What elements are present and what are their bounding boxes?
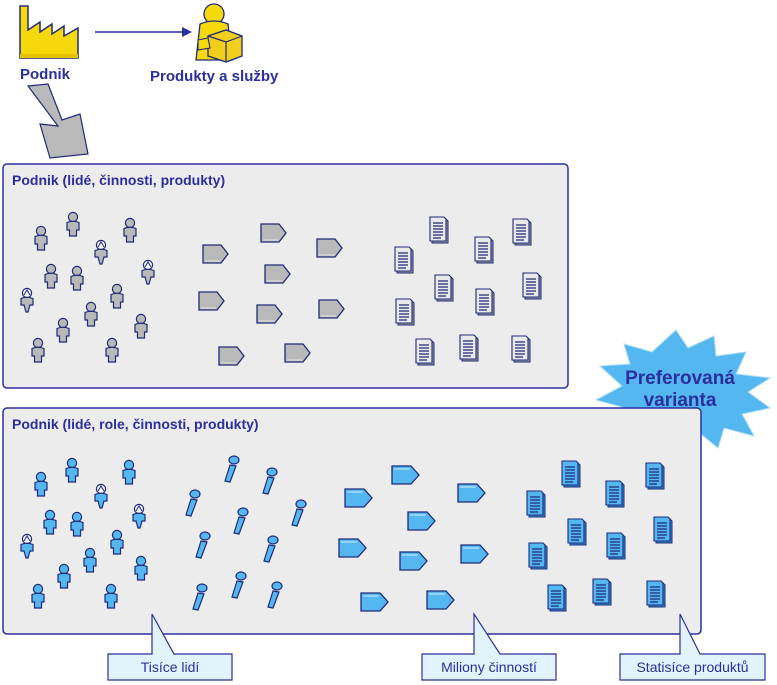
callout-activities <box>421 611 557 681</box>
callout-products <box>619 613 766 681</box>
document-icon <box>415 338 435 366</box>
products-label: Produkty a služby <box>150 68 279 85</box>
document-icon <box>474 236 494 264</box>
burst-line-2: varianta <box>643 390 717 411</box>
callout-people <box>107 613 233 681</box>
flow-arrow <box>95 27 192 37</box>
document-icon <box>592 578 612 606</box>
burst-label: Preferovaná varianta <box>614 368 746 412</box>
document-icon <box>547 584 567 612</box>
document-icon <box>522 272 542 300</box>
document-icon <box>475 288 495 316</box>
panel-old-title: Podnik (lidé, činnosti, produkty) <box>12 172 226 188</box>
callout-activities-text: Miliony činností <box>441 659 537 675</box>
document-icon <box>459 334 479 362</box>
down-arrow <box>26 83 89 159</box>
document-icon <box>646 580 666 608</box>
panel-new-title: Podnik (lidé, role, činnosti, produkty) <box>12 416 259 432</box>
document-icon <box>394 246 414 274</box>
document-icon <box>528 542 548 570</box>
document-icon <box>429 216 449 244</box>
burst-line-1: Preferovaná <box>625 368 735 389</box>
factory-icon <box>19 5 79 59</box>
document-icon <box>605 480 625 508</box>
document-icon <box>395 298 415 326</box>
document-icon <box>511 335 531 363</box>
document-icon <box>512 218 532 246</box>
document-icon <box>561 460 581 488</box>
worker-with-boxes-icon <box>195 3 243 63</box>
document-icon <box>653 516 673 544</box>
document-icon <box>606 532 626 560</box>
callout-people-text: Tisíce lidí <box>140 659 200 675</box>
callout-products-text: Statisíce produktů <box>636 659 749 675</box>
panel-new <box>2 407 702 635</box>
document-icon <box>434 274 454 302</box>
document-icon <box>526 490 546 518</box>
factory-label: Podnik <box>20 66 71 83</box>
document-icon <box>567 518 587 546</box>
document-icon <box>645 462 665 490</box>
